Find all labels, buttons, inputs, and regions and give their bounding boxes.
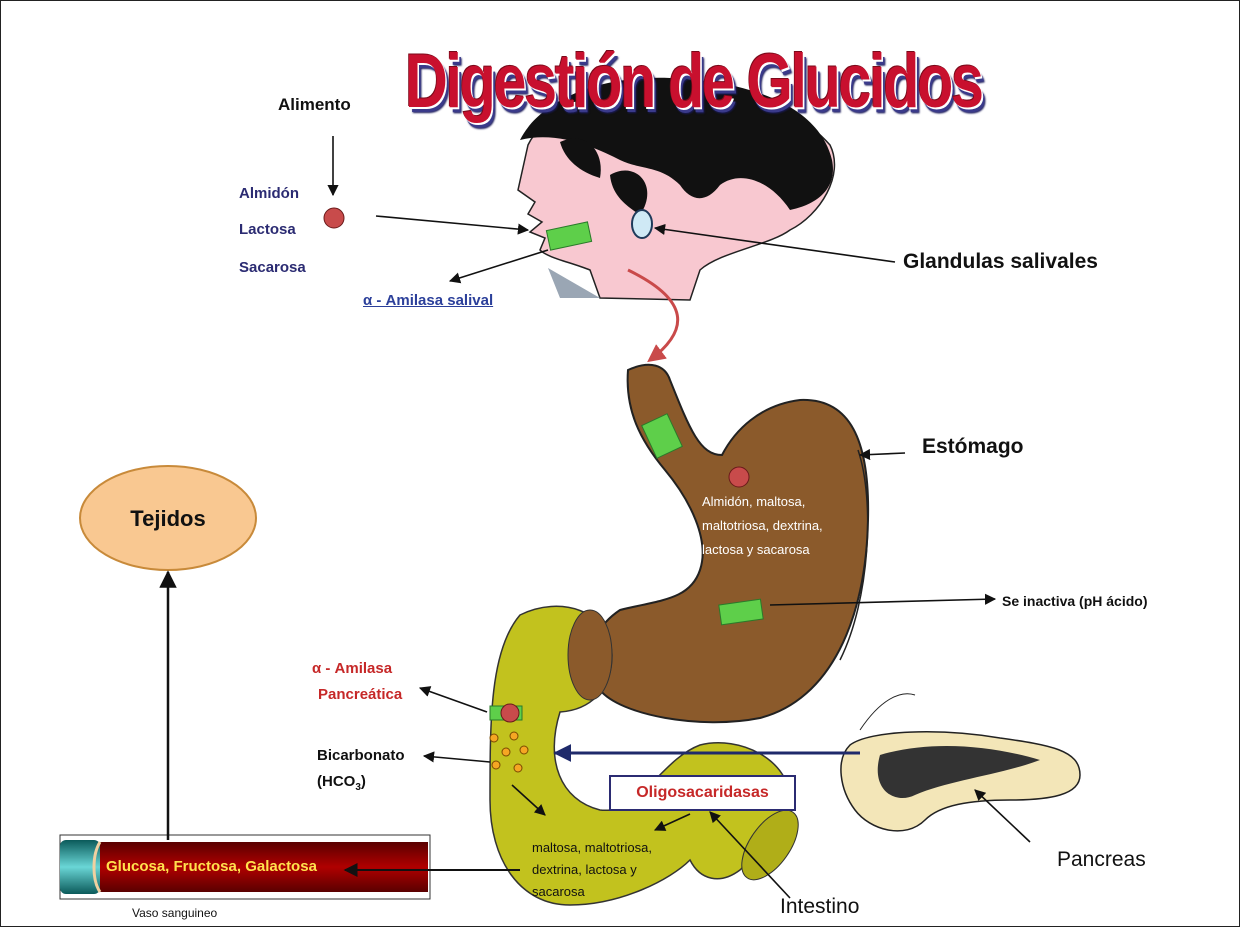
vessel-lumen <box>62 842 428 892</box>
label-pancreas: Pancreas <box>1057 848 1146 871</box>
stomach-enzyme-marker-top <box>641 413 683 459</box>
hco3-text: (HCO <box>317 773 356 790</box>
stomach-illustration <box>590 363 870 724</box>
stomach-content-line-2: maltotriosa, dextrina, <box>702 518 823 533</box>
intestine-content-line-1: maltosa, maltotriosa, <box>532 840 652 855</box>
neck-shadow <box>548 268 600 298</box>
sideburn <box>610 170 648 215</box>
salivary-enzyme-marker <box>545 221 593 251</box>
hco3-subscript: 3 <box>355 782 361 793</box>
estomago-arrow <box>858 448 906 461</box>
label-bicarbonato: Bicarbonato <box>317 747 405 764</box>
hair-shape <box>520 77 833 210</box>
pancreas-illustration <box>840 693 1081 832</box>
hco3-close: ) <box>360 773 366 790</box>
label-amilasa-salival: α - Amilasa salival <box>363 292 494 309</box>
amilasa-pancreatica-arrow <box>418 686 488 713</box>
label-estomago: Estómago <box>922 435 1024 458</box>
label-alimento: Alimento <box>278 95 351 114</box>
pancreas-arrow <box>974 789 1031 843</box>
label-sacarosa: Sacarosa <box>239 259 306 276</box>
label-vaso-sanguineo: Vaso sanguineo <box>132 906 218 920</box>
bicarbonato-arrow <box>422 751 491 763</box>
se-inactiva-arrow <box>769 593 997 606</box>
label-tejidos: Tejidos <box>130 506 206 531</box>
amilasa-salival-arrow <box>448 249 549 284</box>
label-lactosa: Lactosa <box>239 221 296 238</box>
vessel-cap <box>60 840 100 894</box>
intestine-content-line-3: sacarosa <box>532 884 585 899</box>
stomach-enzyme-marker-bottom <box>718 598 764 626</box>
pancreas-duct <box>877 745 1040 799</box>
label-glucosa-fructosa-galactosa: Glucosa, Fructosa, Galactosa <box>106 858 317 875</box>
pylorus <box>567 609 613 701</box>
diagram-title: Digestión de Glucidos <box>405 39 984 124</box>
blood-vessel <box>59 834 431 900</box>
intestino-arrow <box>709 811 791 899</box>
esophagus-arrow <box>627 268 680 363</box>
label-amilasa-pancreatica-2: Pancreática <box>318 686 403 703</box>
tejidos-oval <box>79 465 257 571</box>
label-almidon: Almidón <box>239 185 299 202</box>
hair-lock <box>560 138 601 178</box>
label-oligosacaridasas: Oligosacaridasas <box>636 784 769 801</box>
duodenum-content-arrow <box>511 784 546 816</box>
head-illustration <box>517 77 836 301</box>
label-intestino: Intestino <box>780 895 860 918</box>
vessel-rim <box>92 841 102 893</box>
pancreatic-food-dot <box>500 703 520 723</box>
salivary-gland-icon <box>631 209 653 239</box>
label-amilasa-pancreatica-1: α - Amilasa <box>312 660 393 677</box>
bicarbonate-dots <box>489 731 529 773</box>
stomach-content-line-1: Almidón, maltosa, <box>702 494 806 509</box>
food-to-mouth-arrow <box>375 215 530 235</box>
oligosacaridasas-box: Oligosacaridasas <box>609 775 796 811</box>
intestine-content-line-2: dextrina, lactosa y <box>532 862 637 877</box>
pancreas-vessel <box>859 693 916 731</box>
stomach-outline-detail <box>839 449 869 661</box>
food-dot-icon <box>323 207 345 229</box>
label-glandulas-salivales: Glandulas salivales <box>903 250 1098 273</box>
oligosacaridasas-arrow <box>653 813 691 831</box>
glandulas-arrow <box>653 223 896 263</box>
stomach-food-dot <box>728 466 750 488</box>
arrows <box>159 136 1031 899</box>
label-hco3: (HCO3) <box>317 773 366 793</box>
label-se-inactiva: Se inactiva (pH ácido) <box>1002 593 1148 609</box>
stomach-content-line-3: lactosa y sacarosa <box>702 542 810 557</box>
